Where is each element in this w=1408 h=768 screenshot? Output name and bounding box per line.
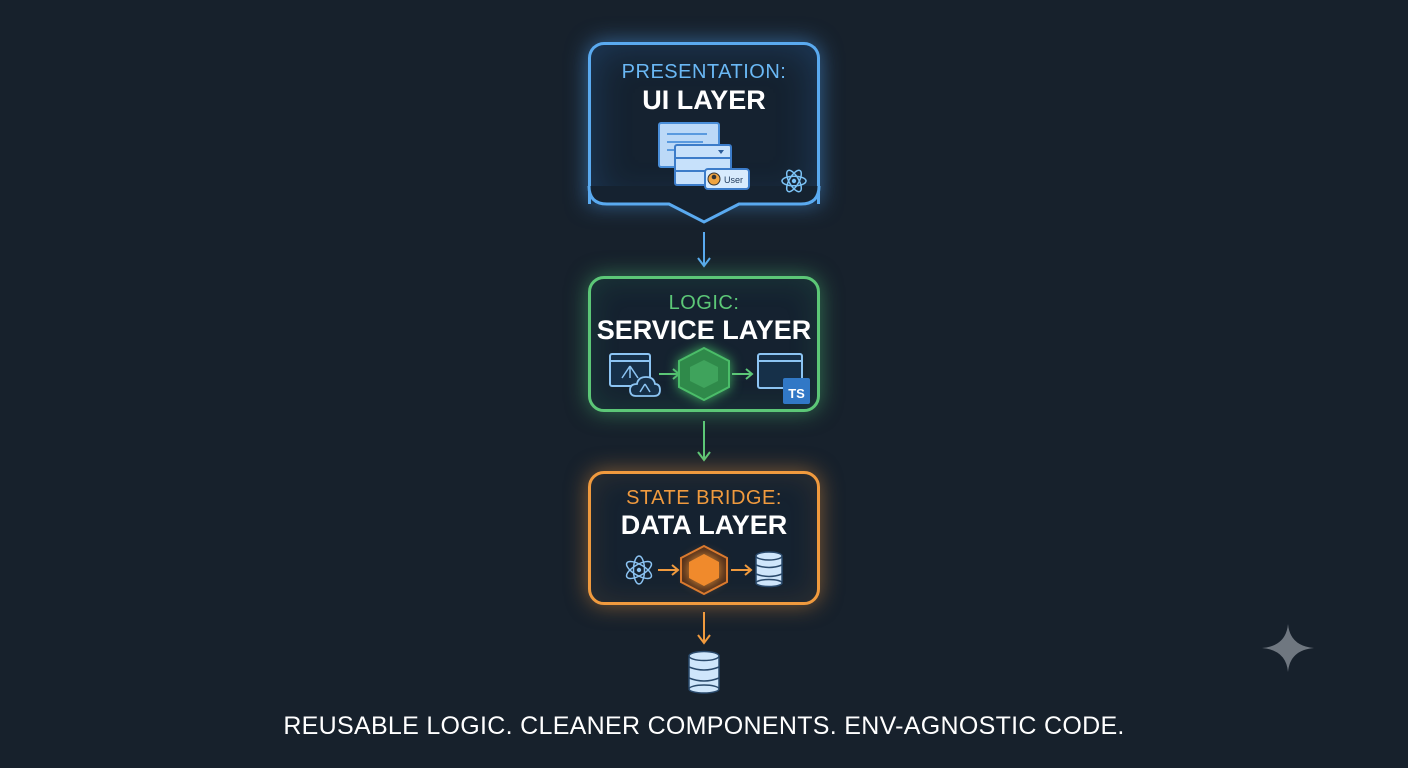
- arrow-ui-to-service: [697, 232, 711, 268]
- api-window-icon: [609, 353, 651, 387]
- react-icon: [781, 169, 807, 193]
- ui-window-icon: User: [658, 122, 750, 190]
- sparkle-icon: [1262, 624, 1314, 672]
- service-layer-title: SERVICE LAYER: [596, 315, 812, 345]
- caption: REUSABLE LOGIC. CLEANER COMPONENTS. ENV-…: [283, 712, 1125, 740]
- arrow-electron-to-state: [658, 564, 680, 576]
- ui-user-label: User: [724, 175, 743, 185]
- arrow-node-to-ts: [732, 368, 754, 380]
- ui-layer-title: UI LAYER: [642, 85, 766, 115]
- arrow-data-to-database: [697, 612, 711, 645]
- data-layer-title: DATA LAYER: [620, 510, 788, 540]
- arrow-service-to-data: [697, 421, 711, 462]
- arrow-state-to-db: [731, 564, 753, 576]
- ts-window-icon: TS: [757, 353, 810, 404]
- ts-label: TS: [788, 386, 805, 401]
- state-hexagon-icon: [680, 544, 728, 596]
- database-icon: [688, 650, 720, 694]
- ui-layer-subtitle: PRESENTATION:: [621, 61, 787, 83]
- database-icon: [755, 551, 783, 588]
- service-layer-subtitle: LOGIC:: [668, 292, 740, 314]
- data-layer-subtitle: STATE BRIDGE:: [626, 487, 782, 509]
- electron-icon: [625, 555, 653, 585]
- node-hexagon-icon: [678, 346, 730, 402]
- cloud-icon: [629, 376, 661, 397]
